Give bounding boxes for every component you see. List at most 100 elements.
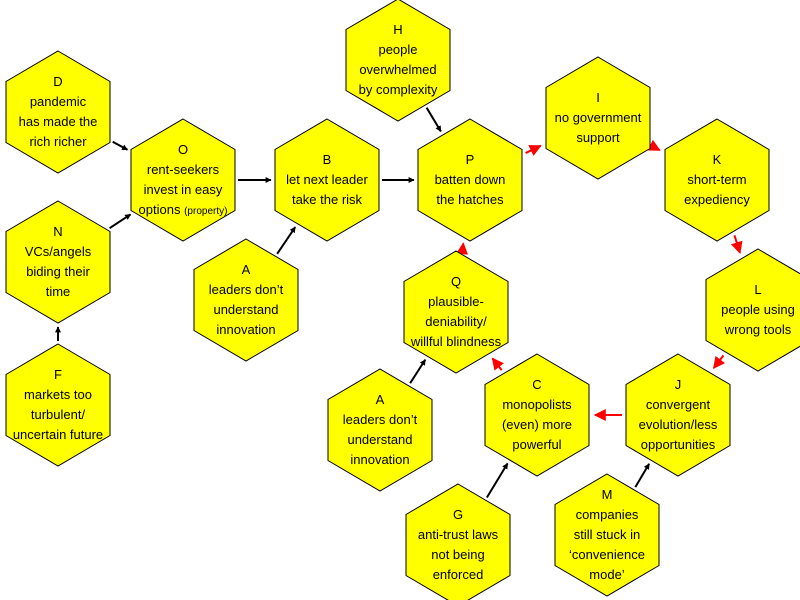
node-label-line: not being — [431, 547, 485, 562]
node-label-line: turbulent/ — [31, 407, 86, 422]
edges-layer — [55, 107, 743, 498]
node-label-line: mode’ — [589, 567, 625, 582]
node-label-line: understand — [213, 302, 278, 317]
node-label-line: innovation — [216, 322, 275, 337]
node-letter: D — [53, 74, 62, 89]
node-letter: A — [376, 392, 385, 407]
arrow-q-to-p — [456, 242, 469, 255]
arrow-m-to-j — [634, 463, 651, 488]
node-letter: F — [54, 367, 62, 382]
node-label-line: evolution/less — [639, 417, 718, 432]
node-label-line: (even) more — [502, 417, 572, 432]
node-label-line: uncertain future — [13, 427, 103, 442]
hexagon-shape — [625, 353, 731, 477]
node-label-line: ‘convenience — [569, 547, 645, 562]
arrow-c-to-q — [491, 357, 504, 371]
node-letter: K — [713, 152, 722, 167]
node-label-line: pandemic — [30, 94, 87, 109]
node-letter: C — [532, 377, 541, 392]
node-label-line: monopolists — [502, 397, 572, 412]
node-letter: B — [323, 152, 332, 167]
arrow-d-to-o — [112, 140, 129, 151]
arrow-g-to-c — [486, 462, 509, 498]
arrow-k-to-l — [730, 234, 743, 254]
hexagon-shape — [664, 118, 770, 242]
node-label-line: biding their — [26, 264, 90, 279]
node-label-line: let next leader — [286, 172, 368, 187]
node-label-line: support — [576, 130, 620, 145]
node-letter: H — [393, 22, 402, 37]
hexagon-shape — [554, 473, 660, 597]
node-label-line: deniability/ — [425, 314, 487, 329]
node-label-line: options (property) — [139, 202, 228, 217]
hexagon-shape — [5, 200, 111, 324]
hexagon-shape — [484, 353, 590, 477]
hexagon-shape — [545, 56, 651, 180]
node-label-line: batten down — [435, 172, 506, 187]
node-letter: O — [178, 142, 188, 157]
hexagon-shape — [403, 250, 509, 374]
hexagon-shape — [417, 118, 523, 242]
node-letter: Q — [451, 274, 461, 289]
node-label-line: leaders don’t — [343, 412, 418, 427]
node-label-line: people using — [721, 302, 795, 317]
node-label-line: plausible- — [428, 294, 484, 309]
node-i: Ino government support — [545, 56, 651, 180]
node-letter: A — [242, 262, 251, 277]
arrow-a2-to-q — [409, 359, 427, 384]
node-label-line: still stuck in — [574, 527, 640, 542]
node-label-line: powerful — [512, 437, 561, 452]
node-letter: J — [675, 377, 682, 392]
node-letter: I — [596, 90, 600, 105]
node-letter: N — [53, 224, 62, 239]
node-label-line: has made the — [19, 114, 98, 129]
node-label-line: enforced — [433, 567, 484, 582]
node-letter: L — [754, 282, 761, 297]
hexagon-shape — [345, 0, 451, 122]
hexagon-shape — [193, 238, 299, 362]
node-label-line: wrong tools — [724, 322, 792, 337]
node-label-line: understand — [347, 432, 412, 447]
node-label-line: companies — [576, 507, 639, 522]
node-label-line: VCs/angels — [25, 244, 92, 259]
node-label-line: expediency — [684, 192, 750, 207]
hexagon-shape — [405, 483, 511, 600]
node-label-line: overwhelmed — [359, 62, 436, 77]
node-label-line: leaders don’t — [209, 282, 284, 297]
node-letter: P — [466, 152, 475, 167]
node-label-line: anti-trust laws — [418, 527, 499, 542]
node-letter: M — [602, 487, 613, 502]
arrow-n-to-o — [109, 213, 132, 229]
node-label-line: the hatches — [436, 192, 504, 207]
node-n: N VCs/angels biding their time — [5, 200, 111, 324]
arrow-l-to-j — [712, 354, 726, 370]
arrow-i-to-k — [647, 139, 661, 152]
node-label-line: short-term — [687, 172, 746, 187]
node-label-line: willful blindness — [410, 334, 502, 349]
node-label-line: time — [46, 284, 71, 299]
node-label-line: people — [378, 42, 417, 57]
arrow-a1-to-b — [276, 226, 297, 255]
node-label-line: markets too — [24, 387, 92, 402]
node-label-line: no government — [555, 110, 642, 125]
hexagon-shape — [130, 118, 236, 242]
node-label-line: invest in easy — [144, 182, 223, 197]
node-label-line: by complexity — [359, 82, 438, 97]
arrow-h-to-p — [425, 107, 442, 132]
node-label-line: innovation — [350, 452, 409, 467]
